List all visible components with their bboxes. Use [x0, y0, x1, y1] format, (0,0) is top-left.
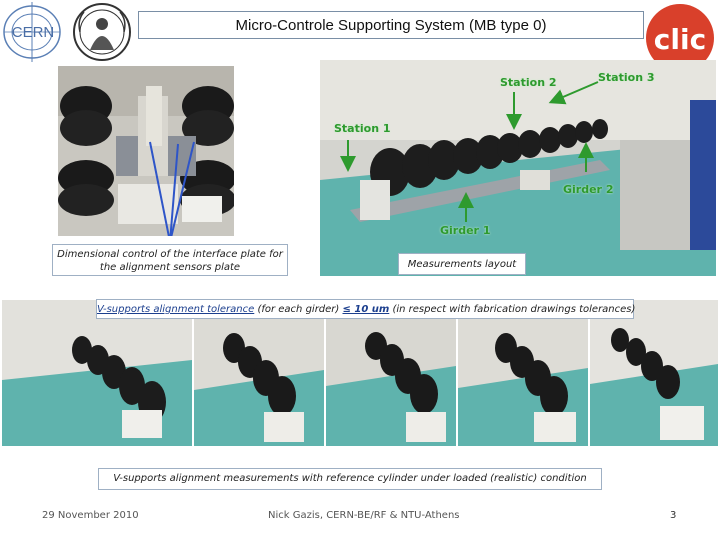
green-pointer-arrows [340, 81, 599, 222]
label-girder-2: Girder 2 [563, 183, 614, 196]
measurements-caption: V-supports alignment measurements with r… [98, 468, 602, 490]
measurement-photo-strip [2, 300, 718, 446]
measurements-layout-caption: Measurements layout [398, 253, 526, 275]
tolerance-caption: V-supports alignment tolerance (for each… [96, 299, 636, 319]
tolerance-lead: V-supports alignment tolerance [97, 304, 255, 315]
interface-plate-photo [58, 66, 234, 236]
label-girder-1: Girder 1 [440, 224, 491, 237]
cern-logo-text: CERN [12, 24, 55, 41]
cern-logo: CERN [2, 2, 66, 62]
footer-author: Nick Gazis, CERN-BE/RF & NTU-Athens [268, 510, 460, 521]
measurements-layout-photo [320, 60, 716, 276]
tolerance-mid: (for each girder) [254, 304, 343, 315]
clic-logo-text: clic [654, 23, 706, 56]
ntua-logo [72, 2, 132, 62]
measurement-photo-4 [458, 300, 588, 446]
tolerance-tail: (in respect with fabrication drawings to… [389, 304, 636, 315]
footer-date: 29 November 2010 [42, 510, 139, 521]
measurement-photo-3 [326, 300, 456, 446]
tolerance-value: ≤ 10 um [342, 304, 390, 315]
measurement-photo-5 [590, 300, 718, 446]
label-station-1: Station 1 [334, 122, 391, 135]
slide-title: Micro-Controle Supporting System (MB typ… [138, 11, 644, 39]
page-number: 3 [670, 510, 677, 521]
clic-logo: clic [644, 2, 716, 74]
label-station-2: Station 2 [500, 76, 557, 89]
measurement-photo-1 [2, 300, 192, 446]
interface-plate-caption: Dimensional control of the interface pla… [52, 244, 288, 276]
measurement-photo-2 [194, 300, 324, 446]
label-station-3: Station 3 [598, 71, 655, 84]
